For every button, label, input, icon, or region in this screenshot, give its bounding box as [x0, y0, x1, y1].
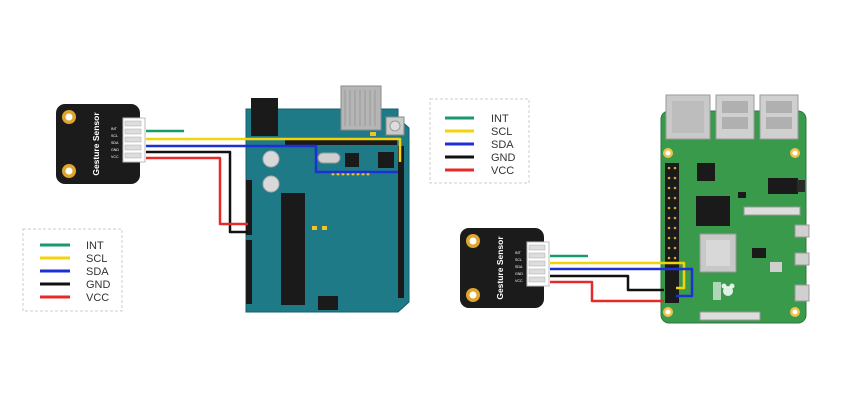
- sensor-right-pin-sda: SDA: [515, 265, 523, 269]
- wire-left-vcc: [146, 156, 248, 226]
- legend-left-label-sda: SDA: [86, 266, 109, 278]
- wire-left-gnd: [146, 150, 248, 234]
- legend-left: INT SCL SDA GND VCC: [22, 228, 123, 312]
- legend-left-label-scl: SCL: [86, 253, 107, 265]
- arduino-analog-header: [246, 240, 252, 304]
- sensor-right-pin-int: INT: [515, 251, 522, 255]
- gesture-sensor-left: Gesture Sensor INT SCL SDA GND VCC: [56, 104, 146, 184]
- pi-ram-chip: [696, 196, 730, 226]
- legend-middle-item-int: INT: [445, 113, 509, 125]
- pi-camera-connector: [699, 311, 761, 321]
- pi-power-port: [794, 284, 810, 302]
- wires-right: [550, 254, 694, 303]
- arduino-power-jack: [251, 98, 278, 136]
- legend-middle-item-gnd: GND: [445, 152, 516, 164]
- legend-middle-label-int: INT: [491, 113, 509, 125]
- legend-left-label-vcc: VCC: [86, 292, 109, 304]
- legend-middle-item-sda: SDA: [445, 139, 514, 151]
- legend-left-label-int: INT: [86, 240, 104, 252]
- legend-left-label-gnd: GND: [86, 279, 111, 291]
- legend-middle: INT SCL SDA GND VCC: [429, 98, 530, 184]
- legend-left-item-sda: SDA: [40, 266, 109, 278]
- wire-right-sda: [550, 267, 694, 298]
- arduino-icsp-top: [378, 152, 394, 168]
- arduino-icsp-bottom: [318, 296, 338, 310]
- pi-gpio-header: [665, 163, 679, 303]
- sensor-right-title: Gesture Sensor: [495, 236, 505, 300]
- arduino-capacitor: [262, 175, 280, 193]
- legend-left-item-scl: SCL: [40, 253, 107, 265]
- wire-right-vcc: [550, 280, 664, 303]
- legend-left-item-int: INT: [40, 240, 104, 252]
- sensor-left-pin-int: INT: [111, 127, 118, 131]
- pi-hdmi-port: [794, 224, 810, 238]
- sensor-right-pin-gnd: GND: [515, 272, 523, 276]
- pi-display-connector: [743, 206, 801, 216]
- legend-middle-label-gnd: GND: [491, 152, 516, 164]
- pi-audio-jack: [768, 178, 798, 194]
- sensor-left-title: Gesture Sensor: [91, 112, 101, 176]
- arduino-board: [245, 85, 410, 313]
- legend-middle-item-scl: SCL: [445, 126, 512, 138]
- legend-middle-label-sda: SDA: [491, 139, 514, 151]
- wire-right-scl: [550, 261, 686, 290]
- legend-left-item-gnd: GND: [40, 279, 111, 291]
- legend-middle-item-vcc: VCC: [445, 165, 514, 177]
- wire-left-sda: [146, 144, 398, 174]
- arduino-capacitor: [262, 150, 280, 168]
- gesture-sensor-right: Gesture Sensor INT SCL SDA GND VCC: [460, 228, 550, 308]
- legend-left-item-vcc: VCC: [40, 292, 109, 304]
- wires-left: [146, 129, 402, 234]
- pi-usb-controller: [697, 163, 715, 181]
- sensor-left-pin-scl: SCL: [111, 134, 118, 138]
- sensor-left-pin-vcc: VCC: [111, 155, 119, 159]
- wire-right-gnd: [550, 274, 664, 292]
- legend-middle-label-scl: SCL: [491, 126, 512, 138]
- sensor-right-pin-vcc: VCC: [515, 279, 523, 283]
- pi-hdmi-port: [794, 252, 810, 266]
- sensor-left-pin-sda: SDA: [111, 141, 119, 145]
- wire-left-scl: [146, 137, 402, 162]
- arduino-digital-header: [398, 146, 404, 298]
- arduino-microcontroller: [281, 193, 305, 305]
- arduino-crystal: [317, 152, 341, 164]
- arduino-top-header: [285, 139, 397, 145]
- arduino-usb-chip: [345, 153, 359, 167]
- arduino-power-header: [246, 180, 252, 235]
- sensor-left-pin-gnd: GND: [111, 148, 119, 152]
- raspberry-pi-board: [660, 94, 810, 324]
- arduino-usb-port: [340, 85, 382, 131]
- sensor-right-pin-scl: SCL: [515, 258, 522, 262]
- raspberry-icon: [721, 283, 735, 296]
- legend-middle-label-vcc: VCC: [491, 165, 514, 177]
